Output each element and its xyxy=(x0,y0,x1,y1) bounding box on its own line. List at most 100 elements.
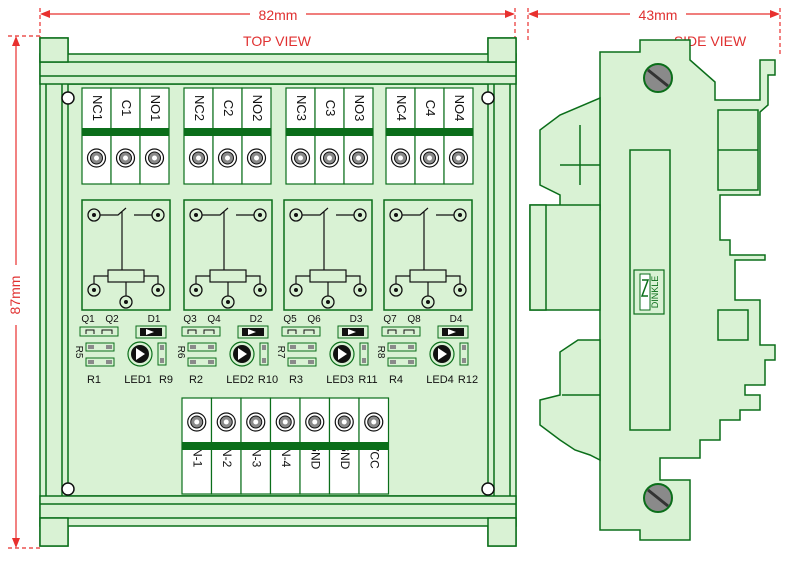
resistor-terminal xyxy=(308,345,314,349)
label-q5: Q5 xyxy=(283,314,297,325)
transistor-icon xyxy=(287,329,315,334)
led-resistor-terminal xyxy=(160,345,164,350)
resistor-pad xyxy=(85,342,115,352)
label-r12: R12 xyxy=(458,374,478,386)
label-led3: LED3 xyxy=(326,374,354,386)
relay-pin-center xyxy=(458,213,462,217)
mount-hole xyxy=(61,482,75,496)
label-q1: Q1 xyxy=(81,314,95,325)
label-r11: R11 xyxy=(358,374,377,386)
coil-lead xyxy=(246,275,261,284)
resistor-terminal xyxy=(88,360,94,364)
resistor-pad xyxy=(387,342,417,352)
terminal-screw-icon-center xyxy=(152,155,157,161)
terminal-bar xyxy=(82,128,169,136)
resistor-terminal xyxy=(88,345,94,349)
terminal-screw-icon-center xyxy=(356,155,361,161)
terminal-screw-icon-center xyxy=(196,155,201,161)
top-band xyxy=(39,53,517,85)
transistor-icon xyxy=(387,329,415,334)
relay-pin-center xyxy=(326,300,330,304)
label-r5: R5 xyxy=(73,346,84,359)
terminal-label-nc2: NC2 xyxy=(192,95,207,121)
led-resistor-terminal xyxy=(362,345,366,350)
relay-2 xyxy=(183,199,273,311)
input-screw-icon-center xyxy=(312,419,318,425)
input-screw-icon-center xyxy=(282,419,288,425)
led-resistor xyxy=(359,342,369,366)
terminal-bar xyxy=(184,128,271,136)
relay-pin-center xyxy=(258,288,262,292)
input-terminal-bar xyxy=(182,442,389,450)
label-d3: D3 xyxy=(350,314,363,325)
terminal-screw-icon-center xyxy=(254,155,259,161)
terminal-label-nc4: NC4 xyxy=(394,95,409,121)
side-width-dim-label: 43mm xyxy=(639,7,678,23)
resistor-terminal xyxy=(408,345,414,349)
relay-switch xyxy=(402,207,429,216)
label-r6: R6 xyxy=(175,346,186,359)
led-arrow xyxy=(438,348,447,360)
resistor-pad xyxy=(187,357,217,367)
mount-hole xyxy=(61,91,75,105)
relay-switch xyxy=(100,207,127,216)
label-q6: Q6 xyxy=(307,314,321,325)
coil-lead xyxy=(195,275,210,284)
relay-switch xyxy=(202,207,229,216)
mount-hole xyxy=(481,91,495,105)
relay-pin-center xyxy=(92,288,96,292)
terminal-label-nc3: NC3 xyxy=(294,95,309,121)
terminal-screw-icon-center xyxy=(327,155,332,161)
resistor-terminal xyxy=(390,360,396,364)
label-q8: Q8 xyxy=(407,314,421,325)
side-screws xyxy=(643,63,673,513)
terminal-screw-icon-center xyxy=(398,155,403,161)
input-screw-icon-center xyxy=(253,419,259,425)
relay-pin-center xyxy=(194,288,198,292)
coil-lead xyxy=(93,275,108,284)
relay-pin-center xyxy=(156,213,160,217)
relay-coil xyxy=(209,269,247,283)
diode-icon xyxy=(448,329,456,335)
transistor-pair xyxy=(79,326,119,337)
label-d1: D1 xyxy=(148,314,161,325)
relay-1 xyxy=(81,199,171,311)
transistor-icon xyxy=(187,329,215,334)
led-resistor xyxy=(157,342,167,366)
coil-lead xyxy=(346,275,361,284)
resistor-pad xyxy=(85,357,115,367)
bottom-band xyxy=(39,495,517,527)
input-screw-icon-center xyxy=(371,419,377,425)
terminal-screw-icon-center xyxy=(298,155,303,161)
resistor-pad xyxy=(287,357,317,367)
diode-icon xyxy=(248,329,256,335)
terminal-bar xyxy=(286,128,373,136)
relay-4 xyxy=(383,199,473,311)
side-lower-clamp xyxy=(539,339,601,462)
led-resistor-terminal xyxy=(462,358,466,363)
dim-arrows xyxy=(12,10,780,548)
terminal-label-no3: NO3 xyxy=(352,95,367,122)
relay-pin-center xyxy=(358,213,362,217)
label-r4: R4 xyxy=(389,374,403,386)
label-q7: Q7 xyxy=(383,314,397,325)
coil-lead xyxy=(395,275,410,284)
resistor-terminal xyxy=(290,345,296,349)
terminal-label-c4: C4 xyxy=(423,100,438,117)
relay-terminal-block-4: NC4 C4 NO4 xyxy=(385,87,474,185)
mount-hole xyxy=(481,482,495,496)
input-screw-icon-center xyxy=(341,419,347,425)
relay-pin-center xyxy=(294,288,298,292)
terminal-label-no2: NO2 xyxy=(250,95,265,122)
label-r1: R1 xyxy=(87,374,101,386)
led-resistor-terminal xyxy=(160,358,164,363)
resistor-pad xyxy=(287,342,317,352)
relay-pin-center xyxy=(294,213,298,217)
resistor-terminal xyxy=(208,345,214,349)
terminal-label-no4: NO4 xyxy=(452,95,467,122)
